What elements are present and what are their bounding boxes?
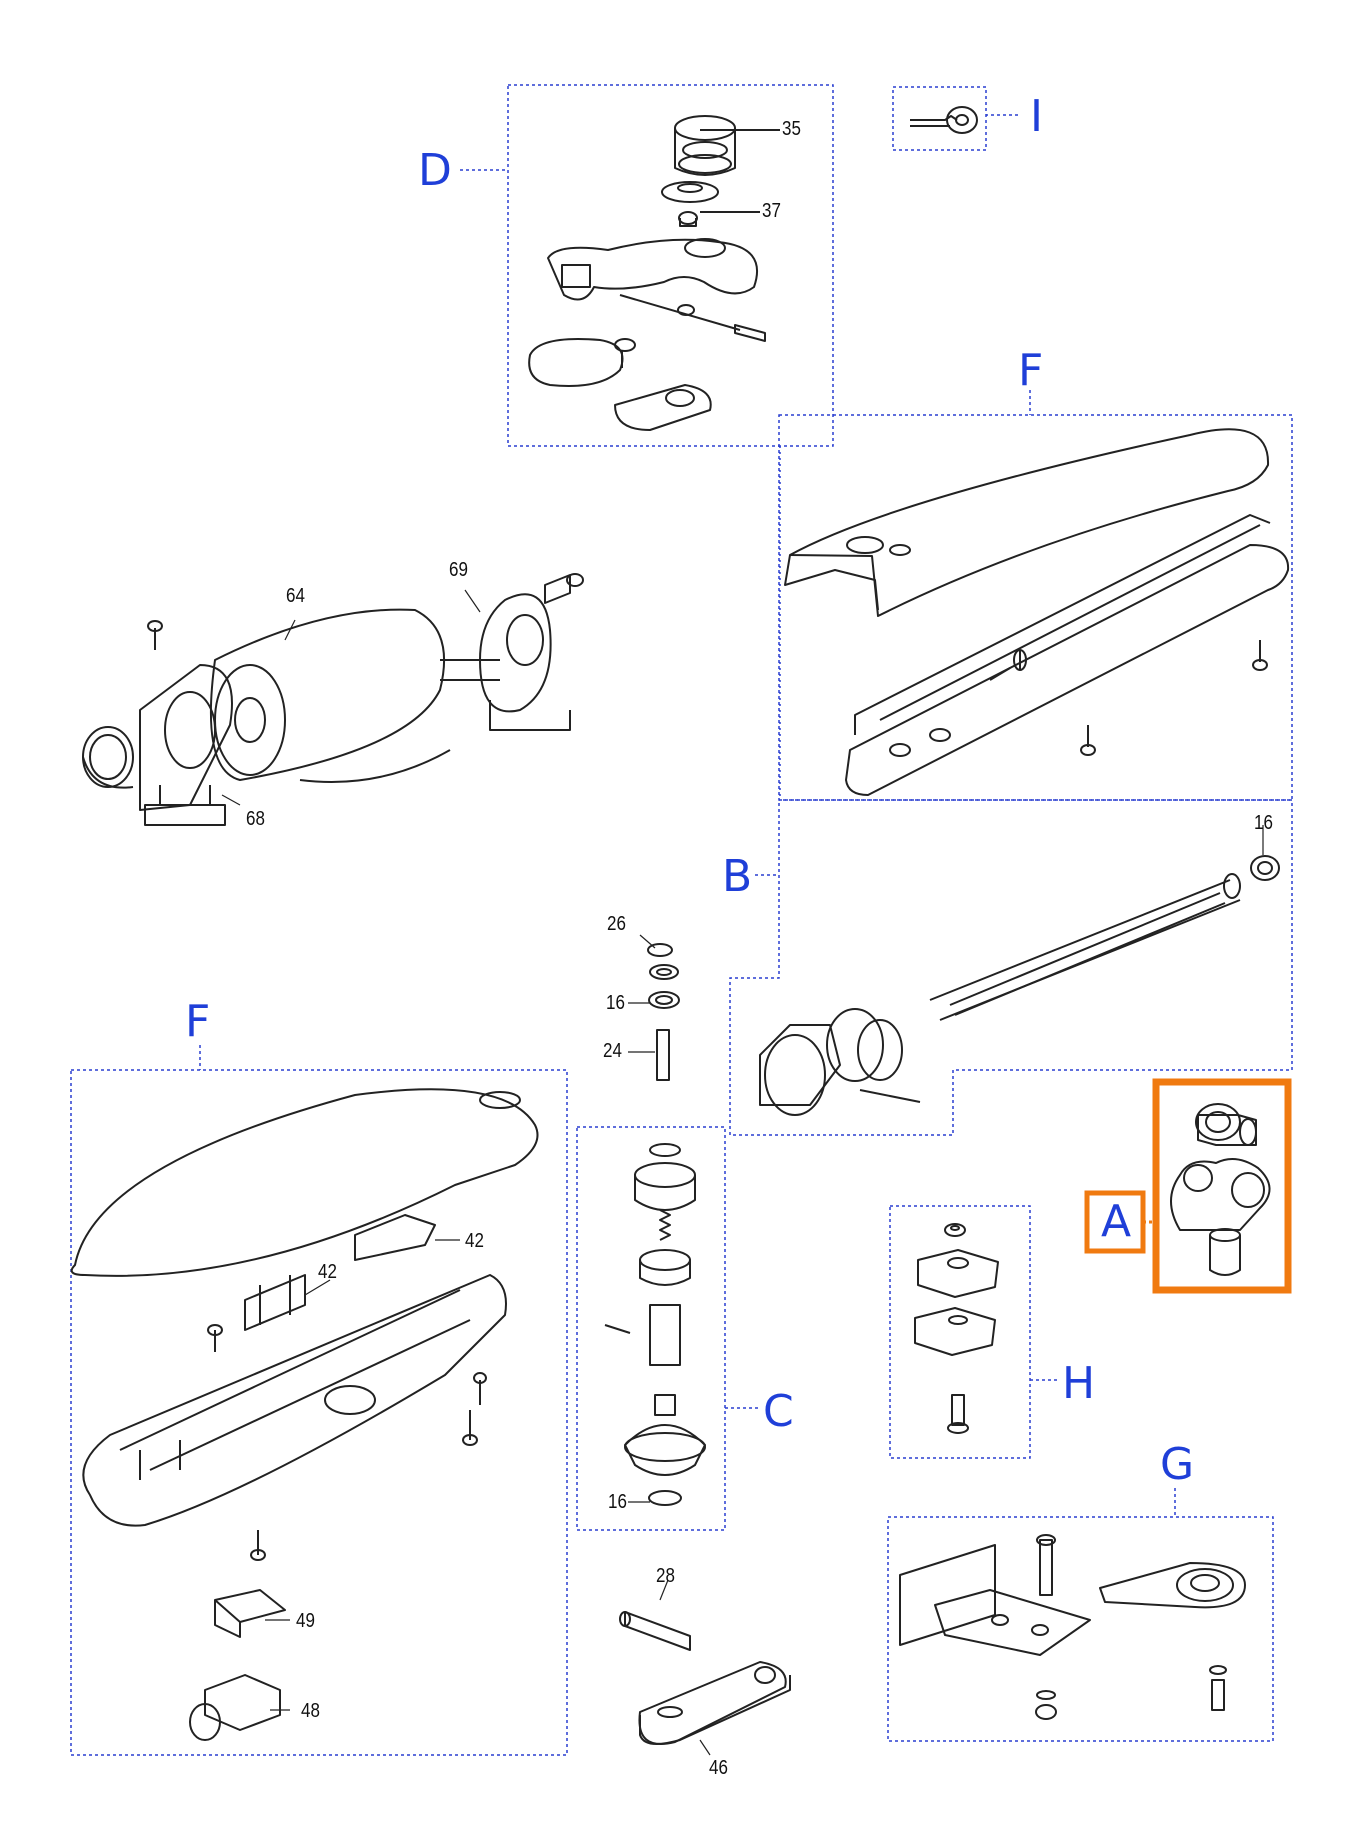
group-label-b: B: [722, 851, 753, 902]
box-i: [892, 86, 987, 151]
group-label-f-lower: F: [185, 996, 211, 1047]
box-h: [889, 1205, 1031, 1459]
group-boxes: [70, 84, 1293, 1756]
group-label-f-upper: F: [1018, 345, 1044, 396]
box-b: [729, 799, 1293, 1136]
box-g: [887, 1516, 1274, 1742]
part-number-28: 28: [656, 1565, 675, 1587]
d-parts: [528, 115, 780, 431]
part-number-26: 26: [607, 913, 626, 935]
part-number-64: 64: [286, 585, 305, 607]
part-drawings: [70, 106, 1290, 1756]
group-label-a: A: [1101, 1196, 1132, 1247]
group-label-g: G: [1160, 1439, 1195, 1490]
group-label-i: I: [1030, 91, 1043, 142]
part-number-46: 46: [709, 1757, 728, 1779]
highlight-box-a: [1152, 1078, 1292, 1294]
f-upper-parts: [784, 428, 1290, 796]
h-parts: [914, 1223, 999, 1434]
part-number-16-low: 16: [608, 1491, 627, 1513]
box-f-upper: [778, 414, 1293, 801]
part-number-16-mid: 16: [606, 992, 625, 1014]
part-number-16-top: 16: [1254, 812, 1273, 834]
box-d: [507, 84, 834, 447]
motor-parts: [82, 573, 584, 826]
group-label-c: C: [763, 1386, 794, 1437]
group-label-d: D: [418, 145, 452, 196]
box-c: [576, 1126, 726, 1531]
pin-link: [619, 1611, 791, 1745]
a-bracket: [1170, 1103, 1271, 1276]
part-number-49: 49: [296, 1610, 315, 1632]
box-f-lower: [70, 1069, 568, 1756]
part-leaders: [221, 589, 1264, 1756]
part-number-48: 48: [301, 1700, 320, 1722]
i-key: [910, 106, 978, 134]
part-number-68: 68: [246, 808, 265, 830]
part-number-24: 24: [603, 1040, 622, 1062]
part-number-42-right: 42: [465, 1230, 484, 1252]
group-label-h: H: [1062, 1358, 1096, 1409]
part-number-69: 69: [449, 559, 468, 581]
part-number-42-left: 42: [318, 1261, 337, 1283]
f-lower-housing: [70, 1088, 539, 1741]
part-number-35: 35: [782, 118, 801, 140]
shaft-parts: [647, 943, 680, 1081]
b-worm: [759, 855, 1280, 1116]
part-number-37: 37: [762, 200, 781, 222]
c-gears: [604, 1143, 706, 1506]
g-parts: [899, 1534, 1246, 1720]
